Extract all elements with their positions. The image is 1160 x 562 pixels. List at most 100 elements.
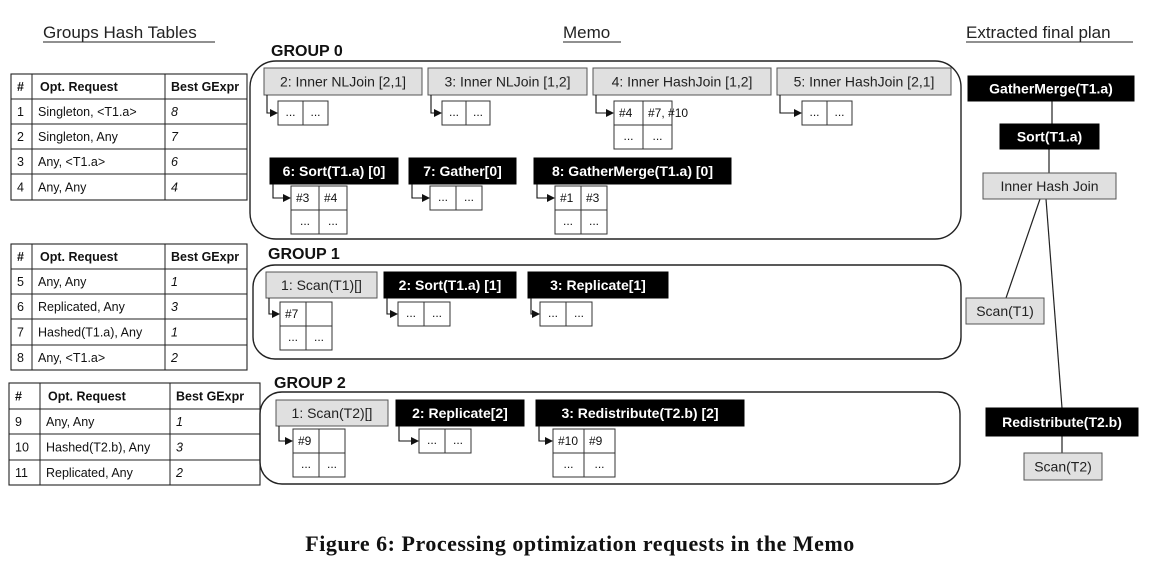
gexpr-label-box	[269, 157, 399, 185]
gexpr-label-box	[776, 67, 952, 96]
gexpr-cell: ...	[548, 306, 558, 320]
gexpr-0-0: 2: Inner NLJoin [2,1]......	[263, 67, 423, 126]
plan-node-0: GatherMerge(T1.a)	[967, 75, 1135, 102]
plan-edges	[1005, 100, 1063, 453]
plan-node-box	[967, 75, 1135, 102]
table-cell: Replicated, Any	[38, 300, 126, 314]
gexpr-label: 6: Sort(T1.a) [0]	[283, 163, 386, 179]
plan-node-box	[1023, 452, 1103, 481]
table-cell: Any, Any	[38, 275, 87, 289]
table-cell: Hashed(T2.b), Any	[46, 441, 151, 455]
gexpr-label: 2: Inner NLJoin [2,1]	[280, 74, 406, 90]
table-cell: 2	[17, 130, 24, 144]
gexpr-cell: ...	[449, 105, 459, 119]
gexpr-label-box	[263, 67, 423, 96]
plan-node-box	[985, 407, 1139, 437]
gexpr-label-box	[265, 271, 378, 299]
gexpr-label: 1: Scan(T2)[]	[292, 405, 373, 421]
group-2-container	[259, 391, 961, 485]
gexpr-label-box	[275, 399, 389, 427]
table-header-cell: Best GExpr	[176, 390, 244, 404]
gexpr-cell: ...	[438, 190, 448, 204]
gexpr-label-box	[592, 67, 772, 96]
gexpr-cell: ...	[652, 129, 662, 143]
gexpr-2-2: 3: Redistribute(T2.b) [2]#10#9......	[535, 399, 745, 478]
gexpr-connector	[386, 298, 398, 318]
gexpr-0-1: 3: Inner NLJoin [1,2]......	[427, 67, 588, 126]
gexpr-label: 5: Inner HashJoin [2,1]	[794, 74, 935, 90]
table-cell: 8	[171, 105, 178, 119]
gexpr-connector	[272, 184, 291, 202]
table-header-cell: #	[15, 390, 22, 404]
gexpr-cell: #10	[558, 434, 578, 448]
gexpr-cell: ...	[288, 330, 298, 344]
gexpr-0-4: 6: Sort(T1.a) [0]#3#4......	[269, 157, 399, 235]
table-border	[10, 73, 248, 201]
table-cell: Hashed(T1.a), Any	[38, 326, 143, 340]
table-cell: 6	[17, 300, 24, 314]
gexpr-cell: #9	[298, 434, 312, 448]
table-cell: Singleton, <T1.a>	[38, 105, 137, 119]
table-cell: 2	[175, 466, 183, 480]
gexpr-label-box	[427, 67, 588, 96]
table-header-cell: #	[17, 80, 24, 94]
gexpr-label-box	[535, 399, 745, 427]
gexpr-label-box	[383, 271, 517, 299]
plan-node-label: GatherMerge(T1.a)	[989, 81, 1113, 97]
gexpr-0-3: 5: Inner HashJoin [2,1]......	[776, 67, 952, 126]
header-memo: Memo	[563, 23, 610, 42]
group-expressions: 2: Inner NLJoin [2,1]......3: Inner NLJo…	[263, 67, 952, 478]
gexpr-connector	[538, 426, 553, 445]
gexpr-connector	[266, 95, 278, 117]
gexpr-cell: ...	[300, 214, 310, 228]
table-cell: 5	[17, 275, 24, 289]
table-cell: 3	[176, 441, 183, 455]
plan-node-label: Scan(T2)	[1034, 459, 1092, 475]
table-cell: Replicated, Any	[46, 466, 134, 480]
gexpr-0-2: 4: Inner HashJoin [1,2]#4#7, #10......	[592, 67, 772, 150]
gexpr-cell: #3	[586, 191, 600, 205]
gexpr-cell: ...	[563, 214, 573, 228]
table-header-cell: Opt. Request	[40, 80, 119, 94]
gexpr-connector	[398, 426, 419, 445]
table-cell: 1	[171, 326, 178, 340]
gexpr-cell: #4	[324, 191, 338, 205]
gexpr-connector	[430, 95, 442, 117]
plan-node-label: Scan(T1)	[976, 303, 1034, 319]
group-0-title: GROUP 0	[271, 43, 343, 60]
header-groups-hash-tables: Groups Hash Tables	[43, 23, 197, 42]
gexpr-cell: ...	[594, 457, 604, 471]
gexpr-2-1: 2: Replicate[2]......	[395, 399, 525, 454]
gexpr-cell: #7, #10	[648, 106, 688, 120]
gexpr-connector	[411, 184, 430, 202]
table-header-cell: #	[17, 250, 24, 264]
group-1-title: GROUP 1	[268, 246, 340, 263]
table-cell: 1	[176, 415, 183, 429]
table-cell: Any, <T1.a>	[38, 155, 105, 169]
gexpr-cell: #7	[285, 307, 299, 321]
gexpr-0-5: 7: Gather[0]......	[408, 157, 517, 211]
group-0-container	[249, 60, 962, 240]
table-cell: 9	[15, 415, 22, 429]
plan-node-1: Sort(T1.a)	[999, 123, 1100, 150]
table-header-cell: Best GExpr	[171, 250, 239, 264]
gexpr-cell: ...	[314, 330, 324, 344]
table-header-cell: Opt. Request	[48, 390, 127, 404]
group-1-container	[252, 264, 962, 360]
table-cell: 7	[17, 326, 24, 340]
gexpr-cell: ...	[809, 105, 819, 119]
table-cell: 4	[171, 181, 178, 195]
gexpr-cell: ...	[834, 105, 844, 119]
plan-node-2: Inner Hash Join	[982, 172, 1117, 200]
gexpr-cell: #1	[560, 191, 574, 205]
gexpr-label: 2: Sort(T1.a) [1]	[399, 277, 502, 293]
gexpr-cell: ...	[589, 214, 599, 228]
gexpr-label: 4: Inner HashJoin [1,2]	[612, 74, 753, 90]
gexpr-cell: ...	[623, 129, 633, 143]
plan-node-box	[965, 297, 1045, 325]
